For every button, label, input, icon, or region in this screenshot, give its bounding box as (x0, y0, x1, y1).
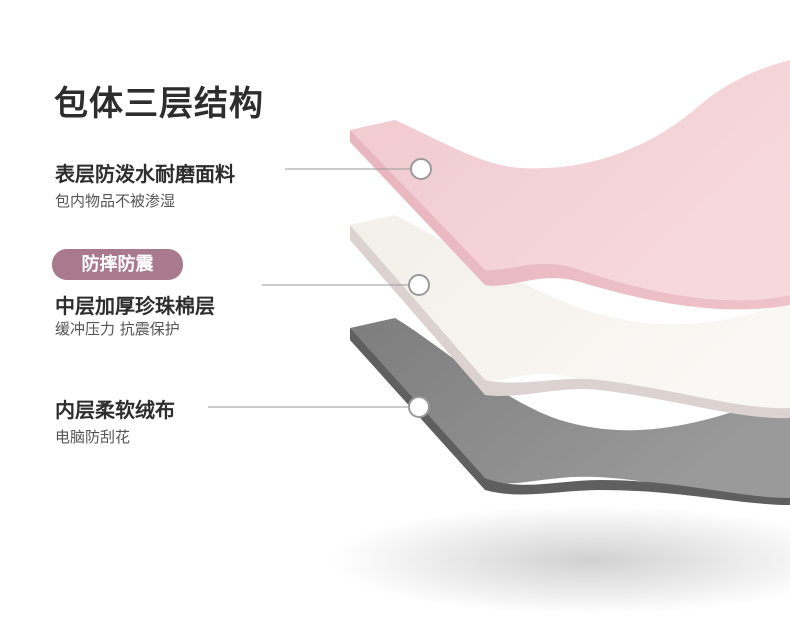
top-marker-dot (410, 158, 432, 180)
middle-layer-desc: 缓冲压力 抗震保护 (55, 320, 180, 338)
top-layer-shape (350, 60, 790, 310)
inner-layer-name: 内层柔软绒布 (55, 398, 175, 422)
top-layer-name: 表层防泼水耐磨面料 (55, 162, 235, 186)
top-layer-desc: 包内物品不被渗湿 (55, 192, 176, 210)
inner-marker-dot (408, 396, 430, 418)
middle-layer-shape (350, 215, 790, 419)
ground-shadow (330, 505, 790, 615)
shockproof-badge: 防摔防震 (52, 249, 183, 280)
middle-layer-name: 中层加厚珍珠棉层 (55, 294, 215, 318)
page-title: 包体三层结构 (54, 84, 264, 124)
inner-layer-desc: 电脑防刮花 (55, 428, 131, 446)
middle-marker-dot (408, 274, 430, 296)
